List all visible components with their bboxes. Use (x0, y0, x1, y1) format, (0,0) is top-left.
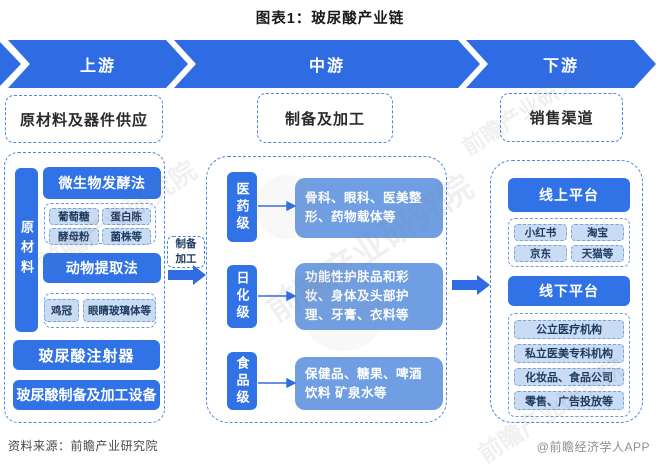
animal-extraction-box: 动物提取法 (43, 253, 161, 283)
grade-box-medical-text: 医药级 (234, 181, 250, 233)
arrow-upstream-to-midstream (168, 265, 206, 285)
online-item: 小红书 (514, 224, 567, 241)
offline-item: 私立医美专科机构 (514, 343, 624, 363)
fermentation-items-group: 葡萄糖 蛋白陈 酵母粉 菌株等 (44, 203, 156, 245)
page-title: 图表1：玻尿酸产业链 (255, 11, 405, 27)
banner-segment-midstream (174, 40, 480, 88)
process-label: 制备 加工 (167, 236, 205, 268)
online-items-group: 小红书 淘宝 京东 天猫等 (508, 218, 630, 267)
banner-label-midstream: 中游 (308, 58, 345, 75)
offline-items-group: 公立医疗机构 私立医美专科机构 化妆品、食品公司 零售、广告投放等 (508, 313, 630, 417)
arrow-midstream-to-downstream (452, 275, 490, 295)
online-item: 淘宝 (571, 224, 624, 241)
offline-item: 零售、广告投放等 (514, 391, 624, 410)
injector-box: 玻尿酸注射器 (13, 340, 160, 370)
midstream-header: 制备及加工 (257, 93, 393, 143)
animal-item: 鸡冠 (44, 299, 79, 322)
equipment-box: 玻尿酸制备及加工设备 (13, 380, 160, 410)
fermentation-method-box: 微生物发酵法 (43, 167, 161, 199)
output-box-food: 保健品、糖果、啤酒饮料 矿泉水等 (295, 357, 443, 410)
grade-box-food: 食品级 (227, 352, 257, 410)
online-item: 天猫等 (571, 245, 624, 262)
output-box-medical: 骨科、眼科、医美整形、药物载体等 (295, 178, 443, 238)
source-note: 资料来源：前瞻产业研究院 (8, 439, 159, 453)
banner-segment-downstream (466, 40, 656, 88)
raw-material-side-label: 原材料 (15, 168, 38, 332)
animal-items-group: 鸡冠 眼睛玻璃体等 (44, 293, 156, 328)
output-box-cosmetic: 功能性护肤品和彩妆、身体及头部护理、牙膏、衣料等 (295, 263, 443, 330)
downstream-header: 销售渠道 (500, 93, 623, 142)
upstream-header: 原材料及器件供应 (5, 95, 163, 143)
animal-item: 眼睛玻璃体等 (83, 299, 156, 322)
banner-tail-chevron (0, 42, 21, 86)
credit-note: @前瞻经济学人APP (536, 440, 650, 454)
downstream-container (490, 160, 643, 423)
grade-box-cosmetic: 日化级 (227, 265, 257, 328)
upstream-container (4, 152, 165, 423)
midstream-container (206, 156, 447, 423)
banner-label-upstream: 上游 (79, 58, 116, 75)
grade-box-food-text: 食品级 (234, 355, 250, 407)
grade-box-medical: 医药级 (227, 172, 257, 242)
banner-label-downstream: 下游 (542, 58, 579, 75)
fermentation-item: 菌株等 (101, 228, 151, 245)
online-platform-box: 线上平台 (508, 178, 630, 212)
offline-item: 公立医疗机构 (514, 320, 624, 339)
banner-segment-upstream (8, 40, 188, 88)
offline-platform-box: 线下平台 (508, 276, 630, 306)
fermentation-item: 葡萄糖 (49, 208, 99, 225)
chevron-banner (0, 40, 656, 88)
offline-item: 化妆品、食品公司 (514, 367, 624, 387)
online-item: 京东 (514, 245, 567, 262)
fermentation-item: 酵母粉 (49, 228, 99, 245)
raw-material-side-label-text: 原材料 (19, 220, 34, 280)
fermentation-item: 蛋白陈 (101, 208, 151, 225)
grade-box-cosmetic-text: 日化级 (234, 271, 250, 322)
